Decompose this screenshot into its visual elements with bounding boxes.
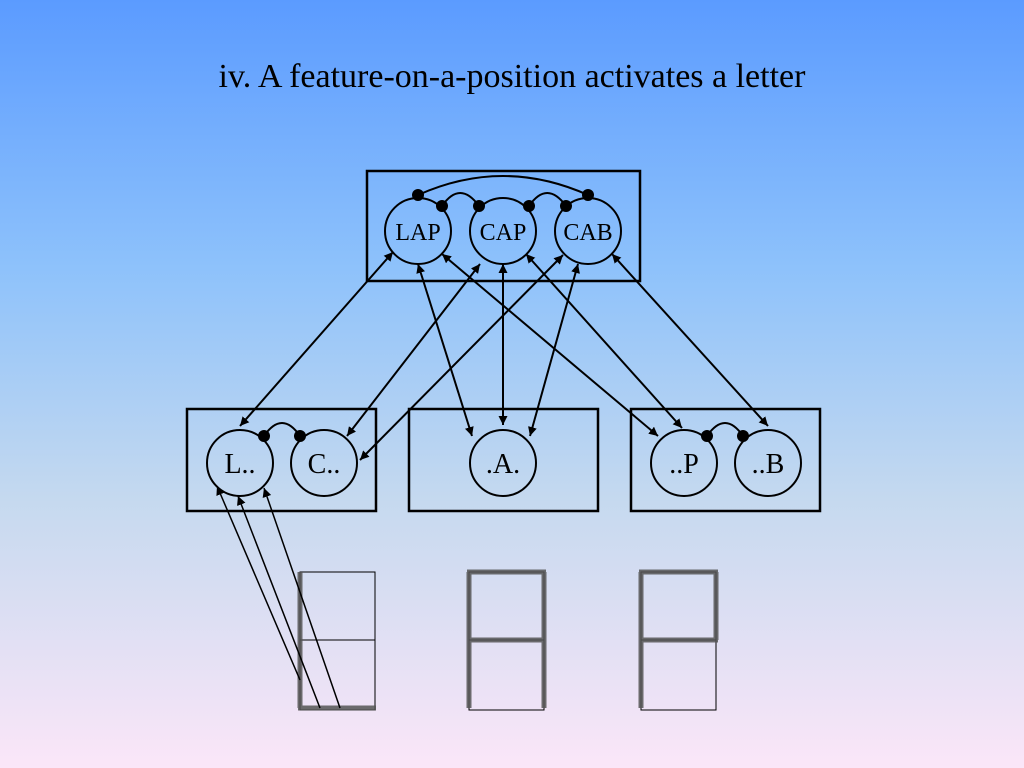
letter-node-label: ..B: [752, 449, 785, 480]
inhibition-dot: [294, 430, 306, 442]
connection-lap-l: [239, 251, 394, 427]
connection-feature-l: [262, 487, 341, 709]
letter-node-label: C..: [308, 449, 341, 480]
inhibition-arc-lap-cab: [417, 175, 589, 196]
inhibition-dot: [523, 200, 535, 212]
inhibition-dot: [258, 430, 270, 442]
feature-letter-connections: [216, 485, 341, 709]
letter-node-l: L..: [206, 429, 274, 497]
inhibition-dot: [701, 430, 713, 442]
feature-display-2: [466, 569, 547, 711]
feature-display-1: [297, 571, 376, 711]
connection-cab-b: [611, 253, 769, 427]
connection-feature-l: [216, 485, 301, 681]
letter-node-b: ..B: [734, 429, 802, 497]
letter-node-a: .A.: [469, 429, 537, 497]
word-node-label: LAP: [395, 220, 440, 246]
word-node-lap: LAP: [384, 197, 452, 265]
connection-feature-l: [237, 495, 321, 709]
inhibition-dot: [473, 200, 485, 212]
inhibition-dot: [436, 200, 448, 212]
word-node-label: CAB: [563, 220, 612, 246]
feature-display-3: [638, 569, 719, 711]
letter-node-c: C..: [290, 429, 358, 497]
word-letter-connections: [239, 251, 769, 461]
letter-node-p: ..P: [650, 429, 718, 497]
letter-position-2-box: [407, 407, 600, 513]
letter-node-label: .A.: [486, 449, 520, 480]
letter-position-1-box: [185, 407, 378, 513]
feature-layer: [297, 569, 719, 711]
connection-cab-a: [528, 263, 580, 437]
word-node-cab: CAB: [554, 197, 622, 265]
letter-node-label: ..P: [669, 449, 699, 480]
letter-layer: L.. C.. .A. ..P ..B: [185, 407, 822, 513]
letter-node-label: L..: [224, 449, 255, 480]
slide-title: iv. A feature-on-a-position activates a …: [218, 58, 806, 95]
letter-position-3-box: [629, 407, 822, 513]
word-node-label: CAP: [480, 220, 527, 246]
